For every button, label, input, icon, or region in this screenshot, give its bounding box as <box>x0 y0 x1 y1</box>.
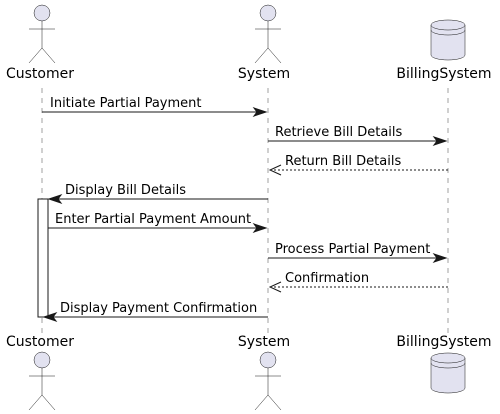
message-initiate-partial-payment: Initiate Partial Payment <box>42 96 268 117</box>
message-enter-partial-payment-amount: Enter Partial Payment Amount <box>48 212 268 233</box>
message-retrieve-bill-details: Retrieve Bill Details <box>268 125 448 146</box>
participant-name: BillingSystem <box>396 334 491 350</box>
message-process-partial-payment: Process Partial Payment <box>268 242 448 263</box>
message-label: Return Bill Details <box>285 154 401 169</box>
participant-name: Customer <box>6 66 74 82</box>
database-icon <box>430 19 466 61</box>
participant-customer-top: Customer <box>6 4 74 82</box>
message-display-payment-confirmation: Display Payment Confirmation <box>42 301 268 322</box>
message-label: Process Partial Payment <box>275 242 430 257</box>
actor-icon <box>254 351 282 411</box>
participant-customer-bottom: Customer <box>6 334 74 411</box>
message-label: Retrieve Bill Details <box>275 125 403 140</box>
message-label: Enter Partial Payment Amount <box>55 212 251 227</box>
activation-bar-customer <box>37 198 49 318</box>
database-icon <box>430 352 466 394</box>
participant-name: System <box>238 334 290 350</box>
message-confirmation: Confirmation <box>268 271 448 293</box>
participant-billing-bottom: BillingSystem <box>396 334 492 394</box>
participant-billing-top: BillingSystem <box>396 19 492 82</box>
actor-icon <box>28 4 56 64</box>
message-label: Display Bill Details <box>65 183 186 198</box>
participant-system-bottom: System <box>238 334 290 411</box>
message-label: Confirmation <box>285 271 369 286</box>
participant-name: BillingSystem <box>396 66 491 82</box>
actor-icon <box>28 351 56 411</box>
participant-system-top: System <box>238 4 290 82</box>
actor-icon <box>254 4 282 64</box>
participant-name: Customer <box>6 334 74 350</box>
participant-name: System <box>238 66 290 82</box>
message-label: Display Payment Confirmation <box>60 301 257 316</box>
message-label: Initiate Partial Payment <box>50 96 202 111</box>
message-return-bill-details: Return Bill Details <box>268 154 448 176</box>
message-display-bill-details: Display Bill Details <box>47 183 268 204</box>
